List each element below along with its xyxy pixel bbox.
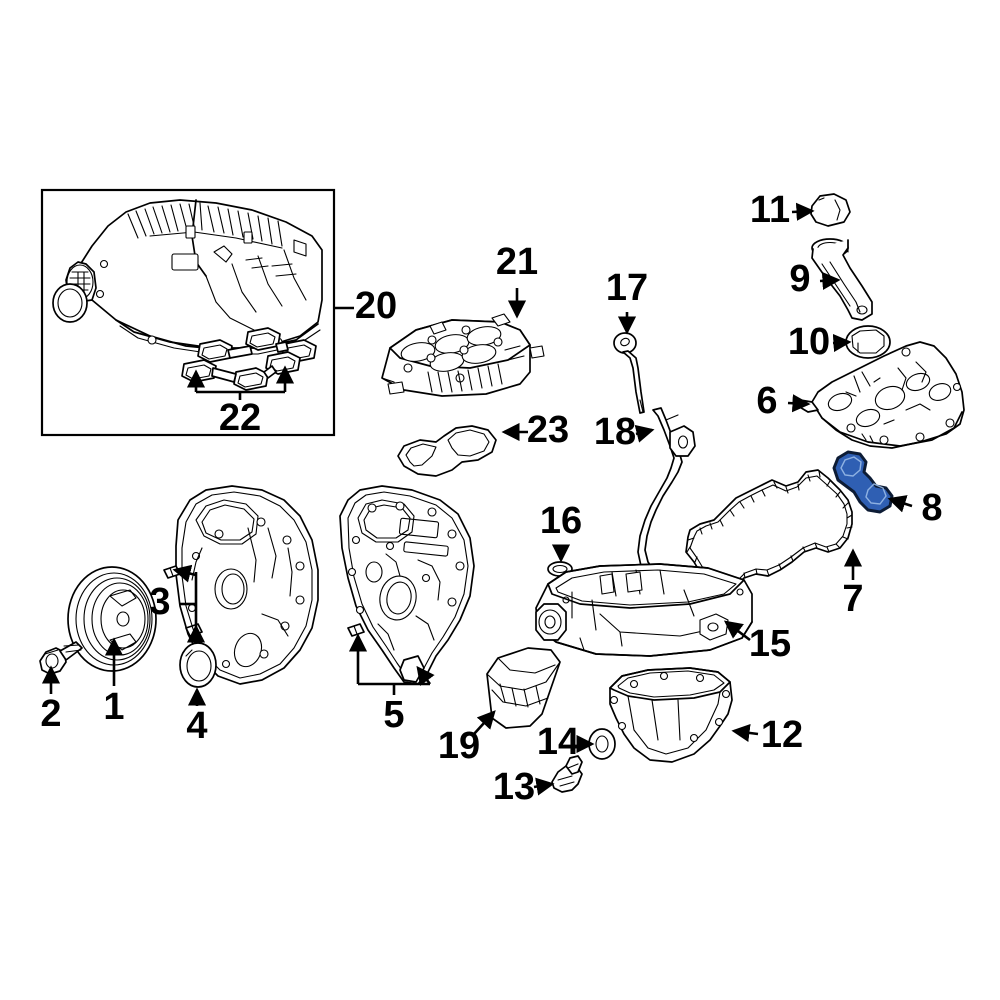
callout-label-12: 12 (761, 714, 803, 756)
part-crankshaft-pulley-bolt (39, 641, 83, 675)
callout-leaders (41, 202, 913, 796)
callout-label-16: 16 (540, 500, 582, 542)
callout-label-17: 17 (606, 267, 648, 309)
callout-numbers: 1 2 3 4 5 6 7 8 9 10 11 12 13 14 15 16 1… (40, 189, 942, 808)
part-front-timing-cover-left (163, 485, 319, 685)
part-crankshaft-pulley (67, 566, 157, 672)
callout-label-13: 13 (493, 766, 535, 808)
part-oil-filter (486, 647, 561, 729)
part-oil-level-dipstick (613, 332, 645, 414)
part-oil-drain-plug-gasket (588, 728, 616, 760)
callout-label-21: 21 (496, 241, 538, 283)
intake-manifold-inset-frame (40, 188, 336, 437)
part-lower-intake-manifold (381, 313, 545, 397)
callout-label-20: 20 (355, 285, 397, 327)
callout-label-7: 7 (842, 578, 863, 620)
part-spark-plug-tube-seal-highlighted (832, 450, 894, 514)
callout-label-3: 3 (149, 581, 170, 623)
callout-label-11: 11 (750, 189, 790, 231)
part-oil-filler-tube (811, 238, 873, 321)
part-oil-pressure-sending-unit (551, 755, 583, 793)
part-timing-chain-cover (339, 485, 475, 685)
part-upper-intake-gasket-set (181, 327, 317, 391)
callout-label-8: 8 (921, 487, 942, 529)
callout-label-1: 1 (103, 686, 124, 728)
callout-label-19: 19 (438, 725, 480, 767)
callout-label-22: 22 (219, 397, 261, 439)
part-upper-oil-pan (535, 563, 753, 657)
part-lower-intake-manifold-gasket (397, 425, 497, 477)
part-oil-filler-cap (810, 193, 851, 227)
part-lower-oil-pan (609, 667, 733, 763)
callout-label-14: 14 (537, 721, 579, 763)
callout-label-2: 2 (40, 693, 61, 735)
callout-label-18: 18 (594, 411, 636, 453)
callout-label-10: 10 (788, 321, 830, 363)
part-crankshaft-front-seal (179, 642, 217, 688)
callout-label-6: 6 (756, 380, 777, 422)
callout-label-15: 15 (749, 623, 791, 665)
callout-label-9: 9 (789, 258, 810, 300)
callout-label-5: 5 (383, 694, 404, 736)
callout-label-4: 4 (186, 705, 207, 747)
part-oil-filler-cap-gasket (845, 325, 891, 359)
callout-label-23: 23 (527, 409, 569, 451)
part-upper-intake-manifold (52, 199, 323, 355)
